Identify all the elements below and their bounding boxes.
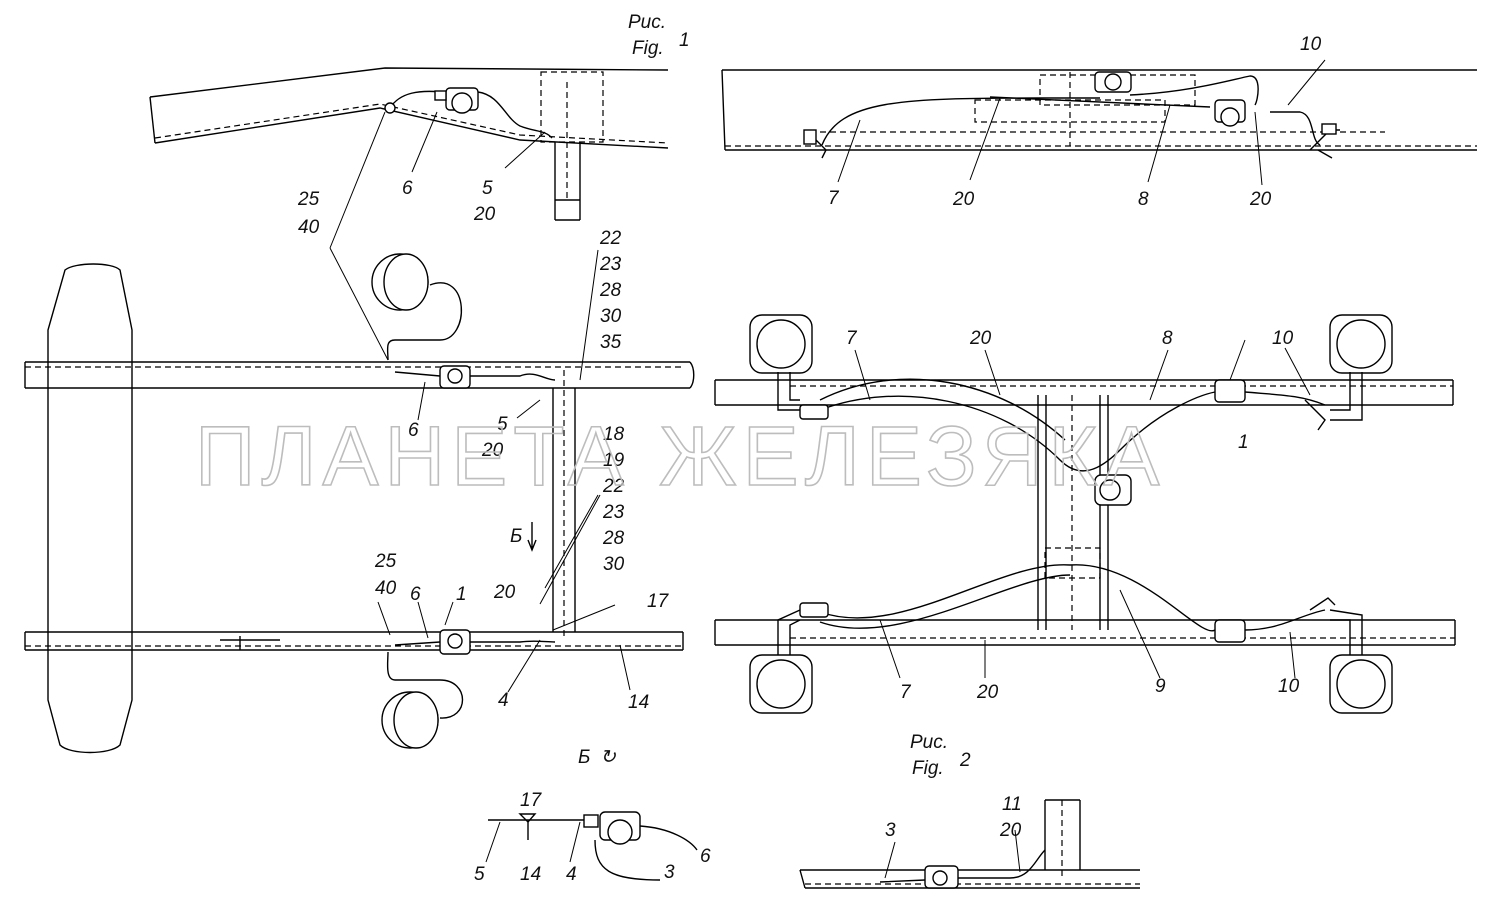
- view-b-arrow-label: Б: [510, 526, 522, 547]
- label-20: 20: [999, 820, 1022, 841]
- svg-text:28: 28: [602, 528, 625, 549]
- svg-text:28: 28: [599, 280, 622, 301]
- label-25: 25: [374, 551, 397, 572]
- brake-chamber-icon: [371, 253, 464, 749]
- label-11: 11: [1002, 794, 1022, 815]
- label-40: 40: [375, 578, 397, 599]
- label-3: 3: [885, 820, 896, 841]
- watermark: ПЛАНЕТА ЖЕЛЕЗЯКА: [195, 409, 1165, 503]
- label-5: 5: [497, 414, 508, 435]
- svg-text:18: 18: [603, 424, 625, 445]
- label-7: 7: [900, 682, 912, 703]
- svg-text:23: 23: [599, 254, 622, 275]
- svg-text:30: 30: [600, 306, 622, 327]
- fig2-caption-en: Fig.: [912, 758, 944, 779]
- label-20: 20: [473, 204, 496, 225]
- label-7: 7: [846, 328, 858, 349]
- label-6: 6: [700, 846, 711, 867]
- fig1-caption-ru: Рис.: [628, 12, 666, 33]
- label-7: 7: [828, 188, 840, 209]
- label-17: 17: [520, 790, 543, 811]
- svg-text:23: 23: [602, 502, 625, 523]
- label-stack-mid: 18 19 22 23 28 30: [602, 424, 625, 575]
- tee-fitting-icon: [803, 123, 1340, 159]
- svg-text:22: 22: [602, 476, 625, 497]
- label-14: 14: [520, 864, 541, 885]
- label-10: 10: [1300, 34, 1322, 55]
- label-9: 9: [1155, 676, 1166, 697]
- label-1: 1: [456, 584, 467, 605]
- right-plan-view: [714, 314, 1456, 714]
- label-5: 5: [482, 178, 493, 199]
- view-b-rotation: ↻: [600, 747, 617, 768]
- label-4: 4: [566, 864, 577, 885]
- label-6: 6: [408, 420, 419, 441]
- side-view-left: [149, 67, 669, 221]
- svg-text:19: 19: [603, 450, 625, 471]
- label-20: 20: [969, 328, 992, 349]
- label-20: 20: [493, 582, 516, 603]
- label-20: 20: [976, 682, 999, 703]
- view-b-arrow: [527, 522, 537, 552]
- svg-text:22: 22: [599, 228, 622, 249]
- label-10: 10: [1272, 328, 1294, 349]
- wheel-icon: [47, 263, 133, 754]
- valve-icon: [434, 87, 479, 114]
- valve-icon: [583, 811, 641, 845]
- label-20: 20: [481, 440, 504, 461]
- valve-icon: [799, 379, 1336, 643]
- svg-text:30: 30: [603, 554, 625, 575]
- label-1: 1: [1238, 432, 1249, 453]
- label-10: 10: [1278, 676, 1300, 697]
- fig1-caption-en: Fig.: [632, 38, 664, 59]
- wheel-icon: [749, 314, 1393, 714]
- view-b-detail: [488, 811, 698, 881]
- label-17: 17: [647, 591, 670, 612]
- label-stack-top: 22 23 28 30 35: [599, 228, 622, 353]
- label-20: 20: [1249, 189, 1272, 210]
- label-3: 3: [664, 862, 675, 883]
- fig2-detail: [799, 799, 1140, 889]
- view-b-title: Б: [578, 747, 590, 768]
- left-plan-view: [24, 253, 695, 754]
- label-4: 4: [498, 690, 509, 711]
- label-14: 14: [628, 692, 649, 713]
- svg-text:35: 35: [600, 332, 622, 353]
- label-20: 20: [952, 189, 975, 210]
- label-8: 8: [1162, 328, 1173, 349]
- valve-icon: [924, 865, 959, 889]
- fig1-number: 1: [679, 30, 690, 51]
- fig2-caption-ru: Рис.: [910, 732, 948, 753]
- fig2-number: 2: [959, 750, 971, 771]
- label-8: 8: [1138, 189, 1149, 210]
- label-6: 6: [402, 178, 413, 199]
- label-5: 5: [474, 864, 485, 885]
- tee-fitting-icon: [384, 102, 396, 114]
- label-25: 25: [297, 189, 320, 210]
- label-6: 6: [410, 584, 421, 605]
- valve-icon: [1094, 71, 1246, 127]
- side-view-right: [721, 69, 1477, 159]
- label-40: 40: [298, 217, 320, 238]
